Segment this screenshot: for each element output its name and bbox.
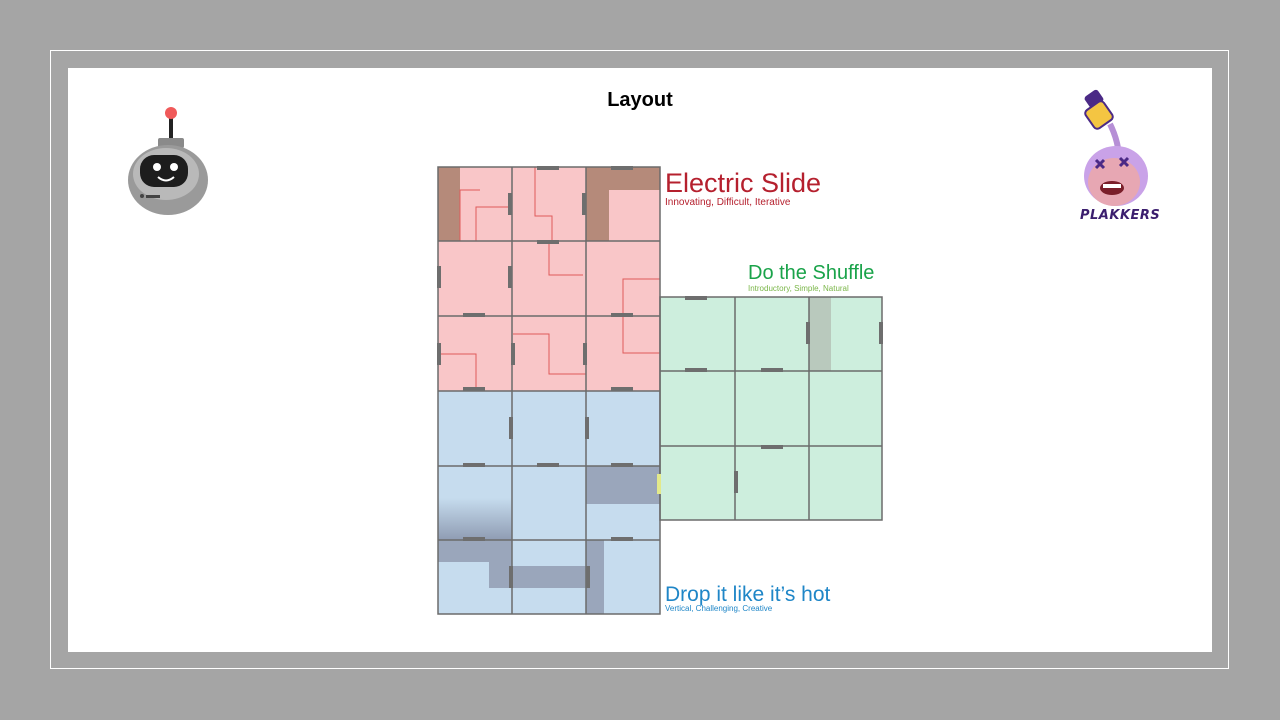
shuffle-title: Do the Shuffle [748, 262, 875, 284]
slide-title: Layout [607, 89, 673, 111]
electric-slide-title: Electric Slide [665, 168, 822, 198]
shuffle-area [660, 297, 882, 520]
plakkers-wordmark: PLAKKERS [1080, 208, 1161, 223]
electric-slide-subtitle: Innovating, Difficult, Iterative [665, 197, 791, 208]
slide-frame [50, 50, 1229, 669]
robot-mascot-icon [128, 107, 208, 215]
drop-title: Drop it like it’s hot [665, 583, 831, 606]
drop-subtitle: Vertical, Challenging, Creative [665, 604, 773, 613]
plakkers-logo-icon [1084, 89, 1148, 206]
shuffle-subtitle: Introductory, Simple, Natural [748, 284, 849, 293]
